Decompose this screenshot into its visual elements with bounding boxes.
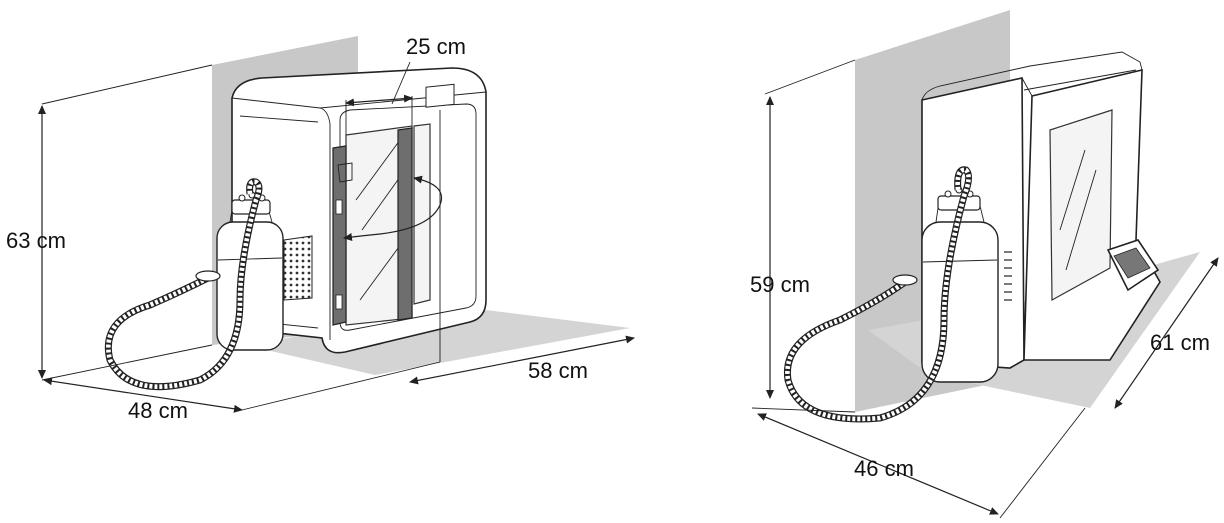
right-hose	[783, 166, 973, 423]
left-door-panel-left	[332, 145, 347, 326]
left-height-label: 63 cm	[6, 228, 66, 253]
left-depth-label: 58 cm	[528, 358, 588, 383]
left-hose	[104, 178, 263, 391]
right-width-label: 46 cm	[854, 456, 914, 481]
right-instrument: 59 cm 46 cm 61 cm	[750, 10, 1219, 519]
left-instrument: 63 cm 48 cm 58 cm 25 cm	[6, 34, 635, 423]
left-door-panel-right	[397, 127, 413, 321]
right-dimensions	[751, 59, 1219, 519]
left-vent-grille	[283, 235, 313, 301]
left-dimensions	[38, 61, 635, 413]
right-height-label: 59 cm	[750, 272, 810, 297]
left-waste-bottle	[216, 191, 284, 351]
left-width-label: 48 cm	[128, 398, 188, 423]
right-window	[1049, 109, 1113, 302]
right-depth-label: 61 cm	[1150, 330, 1210, 355]
door-swing-arrow	[343, 175, 442, 241]
left-door-width-label: 25 cm	[406, 34, 466, 59]
right-vent-slots	[1004, 251, 1012, 301]
